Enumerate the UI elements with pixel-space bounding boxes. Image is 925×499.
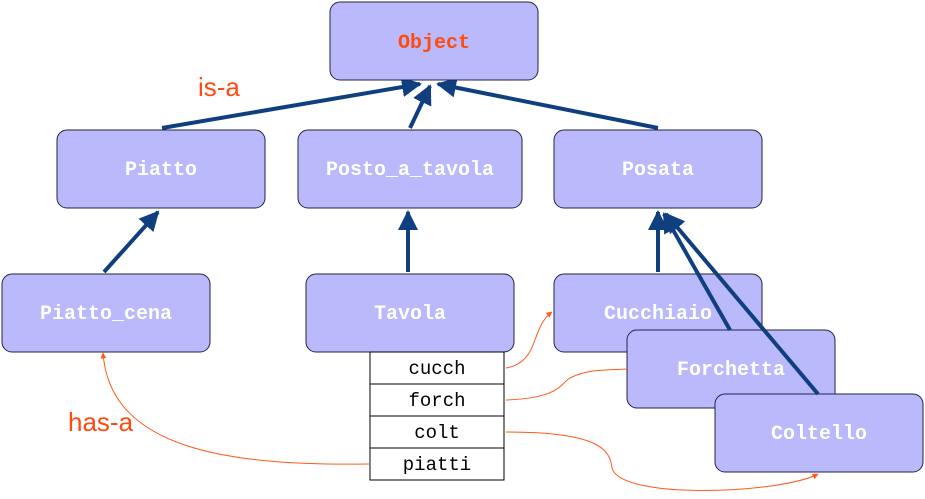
is-a-annotation: is-a [198,72,240,102]
node-object: Object [329,1,539,81]
node-piatto-label: Piatto [125,159,197,182]
field-forch: forch [408,390,465,412]
arrow-cucch-to-cucchiaio [505,311,553,369]
tavola-fields: cucch forch colt piatti [369,351,505,481]
node-posata: Posata [553,129,763,209]
field-colt: colt [414,422,460,444]
node-piatto-cena: Piatto_cena [1,273,211,353]
node-posto-a-tavola: Posto_a_tavola [297,129,523,209]
node-forchetta-label: Forchetta [677,359,785,382]
node-object-label: Object [398,32,470,55]
arrow-piatti-to-piattocena [100,352,371,465]
field-piatti: piatti [403,454,471,476]
field-cucch: cucch [408,358,465,380]
node-tavola: Tavola [305,273,515,353]
arrow-piattocena-to-piatto [102,210,160,274]
node-coltello-label: Coltello [771,423,867,446]
node-posata-label: Posata [622,159,694,182]
node-piatto-cena-label: Piatto_cena [40,303,172,326]
node-cucchiaio-label: Cucchiaio [604,303,712,326]
arrow-coltello-to-posata [664,212,820,396]
node-posto-a-tavola-label: Posto_a_tavola [326,159,494,182]
arrow-piatto-to-object [161,77,422,130]
arrow-colt-to-coltello [505,431,819,491]
node-coltello: Coltello [714,393,924,473]
arrow-forch-to-forchetta [505,368,628,401]
arrow-posata-to-object [436,77,659,130]
has-a-annotation: has-a [68,407,134,437]
inheritance-arrows [102,77,668,274]
arrow-posto-to-object [408,84,432,129]
node-tavola-label: Tavola [374,303,446,326]
has-a-arrows [100,311,819,491]
node-piatto: Piatto [56,129,266,209]
